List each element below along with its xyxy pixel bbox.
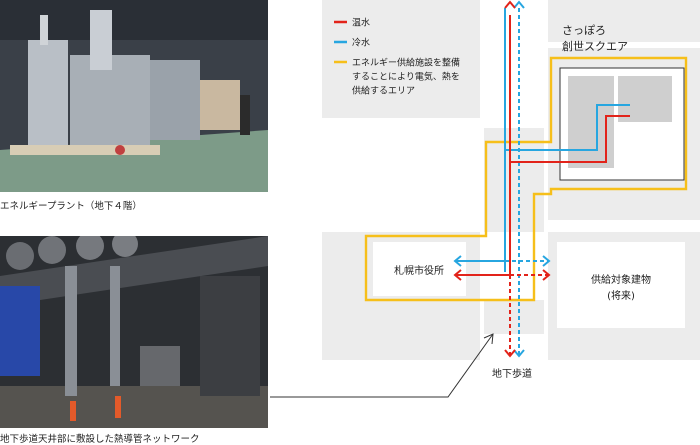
walkway-pointer-line <box>270 333 494 398</box>
hot-water-arrow-left <box>453 269 462 281</box>
cold-water-arrow-down <box>513 349 525 358</box>
city-hall-label: 札幌市役所 <box>394 264 444 277</box>
hot-water-line <box>509 15 630 275</box>
future-building-label-line1: 供給対象建物 <box>591 273 651 286</box>
legend-cold-water: 冷水 <box>352 37 370 49</box>
energy-plant-photo <box>0 0 268 192</box>
tunnel-photo <box>0 236 268 428</box>
cold-water-arrow-right <box>542 255 551 267</box>
sosei-square-tower-b <box>618 76 672 122</box>
city-hall-building <box>373 242 466 296</box>
legend-hot-water: 温水 <box>352 17 370 29</box>
map-block-top-left <box>322 0 480 118</box>
cold-water-arrow-up <box>513 0 525 9</box>
walkway-label: 地下歩道 <box>492 367 532 380</box>
hot-water-arrow-down <box>504 349 516 358</box>
cold-water-line <box>504 8 630 272</box>
tunnel-caption: 地下歩道天井部に敷設した熱導管ネットワーク <box>0 434 200 445</box>
sosei-square-label-line2: 創世スクエア <box>562 39 628 53</box>
supply-area-outline <box>364 56 688 302</box>
legend-area-line1: エネルギー供給施設を整備 <box>352 57 460 69</box>
future-building-label-line2: (将来) <box>607 290 635 302</box>
walkway-pointer-arrow <box>483 333 494 345</box>
legend-area-line2: することにより電気、熱を <box>352 71 460 83</box>
future-building <box>557 242 685 328</box>
map-block-top-right <box>548 0 700 42</box>
sosei-square-label-line1: さっぽろ <box>562 24 606 37</box>
energy-plant-caption: エネルギープラント（地下４階） <box>0 201 142 212</box>
cold-water-arrow-left <box>453 255 462 267</box>
sosei-square-tower-a <box>568 76 614 168</box>
map-block-center-lower <box>484 300 544 334</box>
hot-water-arrow-right <box>542 269 551 281</box>
hot-water-arrow-up <box>504 0 516 9</box>
legend-area-line3: 供給するエリア <box>352 85 415 97</box>
